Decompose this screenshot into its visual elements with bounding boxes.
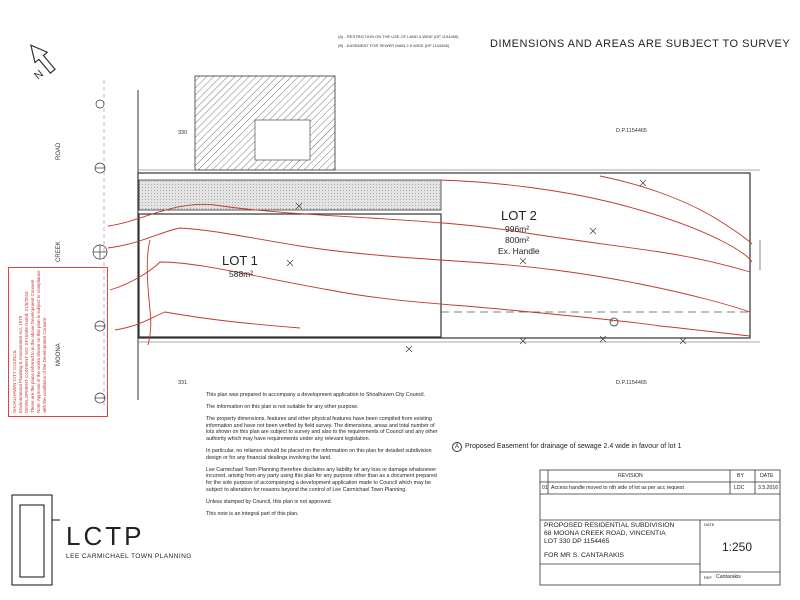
road-label-road: ROAD [56,142,62,160]
restriction-note-b: (B) - EASEMENT FOR SEWER MAIN 2.5 WIDE (… [338,43,450,48]
lot-331-label: 331 [178,380,188,386]
logo-company-name: LEE CARMICHAEL TOWN PLANNING [66,553,192,560]
lot-330-boundary [137,172,751,339]
tb-by-header: BY [737,473,744,479]
note-3: The property dimensions, features and ot… [206,416,438,442]
tb-project-line-3: LOT 330 DP 1154465 [544,538,610,545]
lot-2-label: LOT 2 [501,208,537,223]
tb-client: FOR MR S. CANTARAKIS [544,552,624,559]
note-6: Unless stamped by Council, this plan is … [206,498,333,505]
tb-revision-text: Access handle moved to nth side of lot a… [551,485,684,491]
tree-icons [92,99,108,404]
road-label-creek: CREEK [56,241,62,262]
lot-1-boundary [138,213,442,338]
easement-marker [609,317,619,327]
tb-date-header: DATE [760,473,774,479]
lot-1-label: LOT 1 [222,253,258,268]
survey-disclaimer-title: DIMENSIONS AND AREAS ARE SUBJECT TO SURV… [490,38,791,50]
title-block-frame [539,469,781,586]
note-1: This plan was prepared to accompany a de… [206,392,426,398]
easement-note-text: Proposed Easement for drainage of sewage… [465,443,682,450]
easement-marker-label: A [611,319,614,323]
lot-330-label: 330 [178,130,188,136]
tb-revision-no: 01 [542,485,548,491]
tb-revision-header: REVISION [618,473,643,479]
dp-label-top: D.P.1154465 [616,128,647,134]
note-2: The information on this plan is not suit… [206,404,359,411]
tb-scale: 1:250 [722,540,753,554]
note-4: In particular, no reliance should be pla… [206,448,432,461]
council-approval-stamp: SHOALHAVEN CITY COUNCIL Environmental Pl… [8,267,108,417]
contour-lines [107,175,753,346]
lot-2-area-excl: 800m² [505,235,530,245]
survey-points [286,179,687,353]
tb-ref: Cantarakis [716,574,741,580]
lot-2-area: 996m² [505,224,530,234]
north-label: N [32,68,46,82]
tb-scale-label: DATE [704,522,715,527]
dp-label-bottom: D.P.1154465 [616,380,647,386]
logo-text: LCTP [66,521,145,551]
plan-notes: This plan was prepared to accompany a de… [206,392,441,523]
lot-1-area: 588m² [229,269,254,279]
logo-mark-icon [11,494,60,586]
tb-revision-date: 3.5.2016 [758,485,779,491]
tb-ref-label: REF [704,575,712,580]
restriction-note-a: (A) - RESTRICTION ON THE USE OF LAND 5 W… [338,34,459,39]
easement-symbol-icon: A [452,442,462,452]
tb-project-line-2: 68 MOONA CREEK ROAD, VINCENTIA [544,530,666,537]
note-7: This note is an integral part of this pl… [206,510,299,517]
note-5: Lee Carmichael Town Planning therefore d… [206,466,437,493]
neighbour-building-cutout [254,119,311,161]
lot-2-note: Ex. Handle [498,246,540,256]
north-arrow-icon [29,44,56,74]
tb-project-line-1: PROPOSED RESIDENTIAL SUBDIVISION [544,522,675,529]
tb-revision-by: LDC [734,485,745,491]
council-line-6: with the conditions of the Development C… [42,317,47,413]
